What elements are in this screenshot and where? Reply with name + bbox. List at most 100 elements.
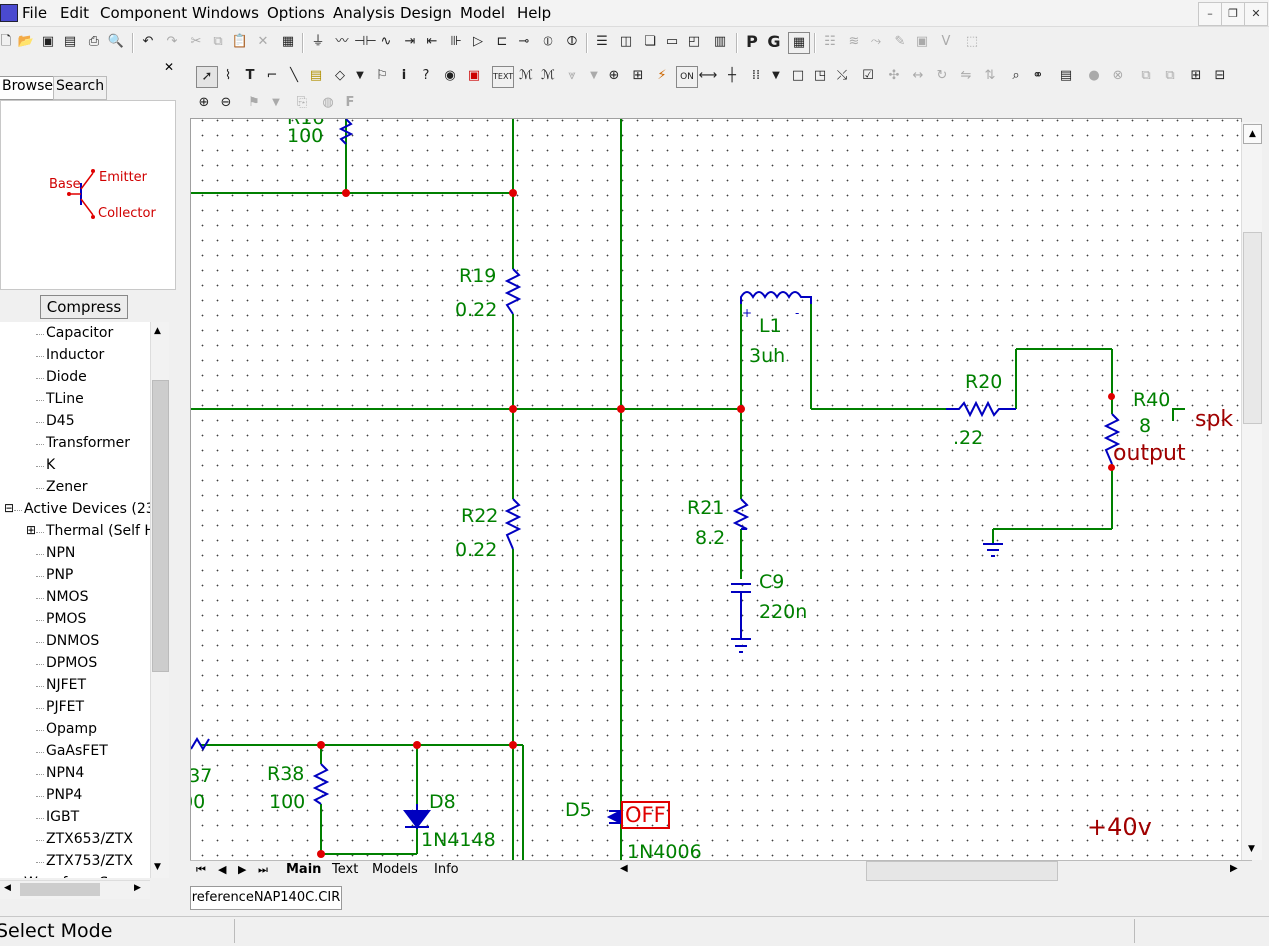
split-window-icon[interactable]: ◰ [687, 34, 701, 49]
minimize-icon[interactable]: – [1198, 2, 1222, 26]
scroll-right-icon[interactable]: ▶ [134, 883, 141, 893]
remove-page-icon[interactable]: ⊟ [1214, 68, 1226, 83]
vscroll-thumb[interactable] [1243, 232, 1262, 424]
menu-file[interactable]: File [22, 4, 48, 22]
dropdown-icon[interactable]: ▼ [590, 70, 598, 81]
d8-value[interactable]: 1N4148 [421, 829, 496, 851]
resistor-icon[interactable]: 〰 [335, 34, 349, 49]
diode-icon[interactable]: ⇥ [404, 34, 416, 49]
r37-value[interactable]: 100 [191, 791, 206, 813]
camera-icon[interactable]: ⎘ [296, 95, 308, 110]
orthogonal-wire-icon[interactable]: ⌐ [266, 68, 278, 83]
l1-value[interactable]: 3uh [749, 345, 786, 367]
r40-label[interactable]: R40 [1133, 389, 1171, 411]
menu-analysis[interactable]: Analysis [333, 4, 395, 22]
on-button[interactable]: ON [676, 66, 698, 88]
node-numbers-icon[interactable]: ℳ [519, 68, 533, 83]
arrow-tool-icon[interactable]: ⤳ [870, 34, 882, 49]
menu-component[interactable]: Component [100, 4, 188, 22]
l1-label[interactable]: L1 [759, 315, 782, 337]
flash-icon[interactable]: ⚡ [657, 68, 667, 83]
menu-options[interactable]: Options [267, 4, 325, 22]
voltage-label[interactable]: +40v [1087, 813, 1152, 841]
r20-label[interactable]: R20 [965, 371, 1003, 393]
print-preview-icon[interactable]: 🔍 [107, 34, 125, 49]
node-6[interactable] [1108, 393, 1115, 400]
text-button[interactable]: TEXT [492, 66, 514, 88]
r37-label[interactable]: R37 [190, 765, 213, 787]
chip-icon[interactable]: ▣ [915, 34, 929, 49]
panel-close-icon[interactable]: ✕ [164, 60, 175, 74]
group-icon[interactable]: ⧉ [1141, 68, 1151, 83]
output-label[interactable]: output [1113, 441, 1186, 466]
zener-icon[interactable]: ⇤ [426, 34, 438, 49]
flip-icon[interactable]: ⇋ [960, 68, 972, 83]
hscroll-left-icon[interactable]: ◀ [620, 863, 628, 874]
scroll-left-icon[interactable]: ◀ [4, 883, 11, 893]
jumper-icon[interactable]: ⊸ [518, 34, 530, 49]
node-3[interactable] [509, 405, 517, 413]
tree-item[interactable]: Diode [46, 369, 87, 385]
new-file-icon[interactable]: 🗋 [0, 34, 12, 49]
tab-models[interactable]: Models [372, 862, 418, 877]
ground-icon[interactable]: ⏚ [311, 34, 325, 49]
list-icon[interactable]: ☷ [824, 34, 836, 49]
tree-item[interactable]: DNMOS [46, 633, 100, 649]
monitor-icon[interactable]: ▤ [1059, 68, 1073, 83]
c9-label[interactable]: C9 [759, 571, 785, 593]
expand-icon[interactable]: ⊞ [26, 523, 37, 537]
menu-help[interactable]: Help [517, 4, 552, 22]
battery-icon[interactable]: ⊪ [450, 34, 462, 49]
vb-icon[interactable]: Ⅴ [941, 34, 951, 49]
expand-icon[interactable]: ⊞ [4, 875, 14, 878]
save-all-icon[interactable]: ▤ [63, 34, 77, 49]
tree-item[interactable]: Capacitor [46, 325, 114, 341]
scroll-down-icon[interactable]: ▼ [154, 862, 161, 872]
restore-icon[interactable]: ❐ [1221, 2, 1245, 26]
attribute-icon[interactable]: ℳ [541, 68, 555, 83]
tree-item[interactable]: DPMOS [46, 655, 98, 671]
d5-value[interactable]: 1N4006 [627, 841, 702, 862]
tree-item[interactable]: PJFET [46, 699, 85, 715]
wire-icon[interactable]: ⌇ [224, 68, 232, 83]
hscroll-thumb[interactable] [866, 861, 1058, 881]
canvas-vscrollbar[interactable]: ▲ ▼ [1241, 122, 1262, 860]
print-icon[interactable]: ⎙ [88, 34, 100, 49]
binoculars-icon[interactable]: ⚭ [1032, 68, 1044, 83]
tree-item[interactable]: NPN4 [46, 765, 85, 781]
warning-icon[interactable]: ● [1088, 68, 1100, 83]
d5-label[interactable]: D5 [565, 799, 592, 821]
info-icon[interactable]: i [401, 68, 407, 83]
node-1[interactable] [342, 189, 350, 197]
node-10[interactable] [509, 741, 517, 749]
r22-label[interactable]: R22 [461, 505, 499, 527]
probe-g-button[interactable]: G [767, 32, 781, 51]
open-folder-icon[interactable]: 📂 [17, 34, 35, 49]
undo-icon[interactable]: ↶ [142, 34, 154, 49]
copy-icon[interactable]: ⧉ [213, 34, 223, 49]
select-arrow-icon[interactable]: ➚ [196, 66, 218, 88]
menu-model[interactable]: Model [460, 4, 506, 22]
tree-item[interactable]: IGBT [46, 809, 80, 825]
ic-icon[interactable]: ▦ [281, 34, 295, 49]
cascade-icon[interactable]: ❏ [644, 34, 656, 49]
move-icon[interactable]: ✣ [888, 68, 900, 83]
add-page-icon[interactable]: ⊞ [1190, 68, 1202, 83]
paste-icon[interactable]: 📋 [231, 34, 249, 49]
window-icon[interactable]: ▭ [665, 34, 679, 49]
document-tab[interactable]: referenceNAP140C.CIR [190, 886, 342, 910]
r20-value[interactable]: .22 [953, 427, 984, 449]
redo-icon[interactable]: ↷ [166, 34, 178, 49]
menu-design[interactable]: Design [400, 4, 452, 22]
vscroll-down-icon[interactable]: ▼ [1248, 844, 1255, 854]
scroll-thumb[interactable] [152, 380, 169, 672]
d8-label[interactable]: D8 [429, 791, 456, 813]
last-sheet-icon[interactable]: ⏭ [258, 863, 268, 876]
tab-main[interactable]: Main [286, 862, 322, 877]
tree-item[interactable]: PMOS [46, 611, 87, 627]
grid-dropdown-icon[interactable]: ▼ [772, 70, 780, 81]
help-icon[interactable]: ? [422, 68, 430, 83]
tree-hscrollbar[interactable]: ◀ ▶ [0, 880, 150, 899]
sine-source-icon[interactable]: ⦷ [566, 34, 578, 49]
r16-label[interactable]: R16 [287, 118, 325, 129]
